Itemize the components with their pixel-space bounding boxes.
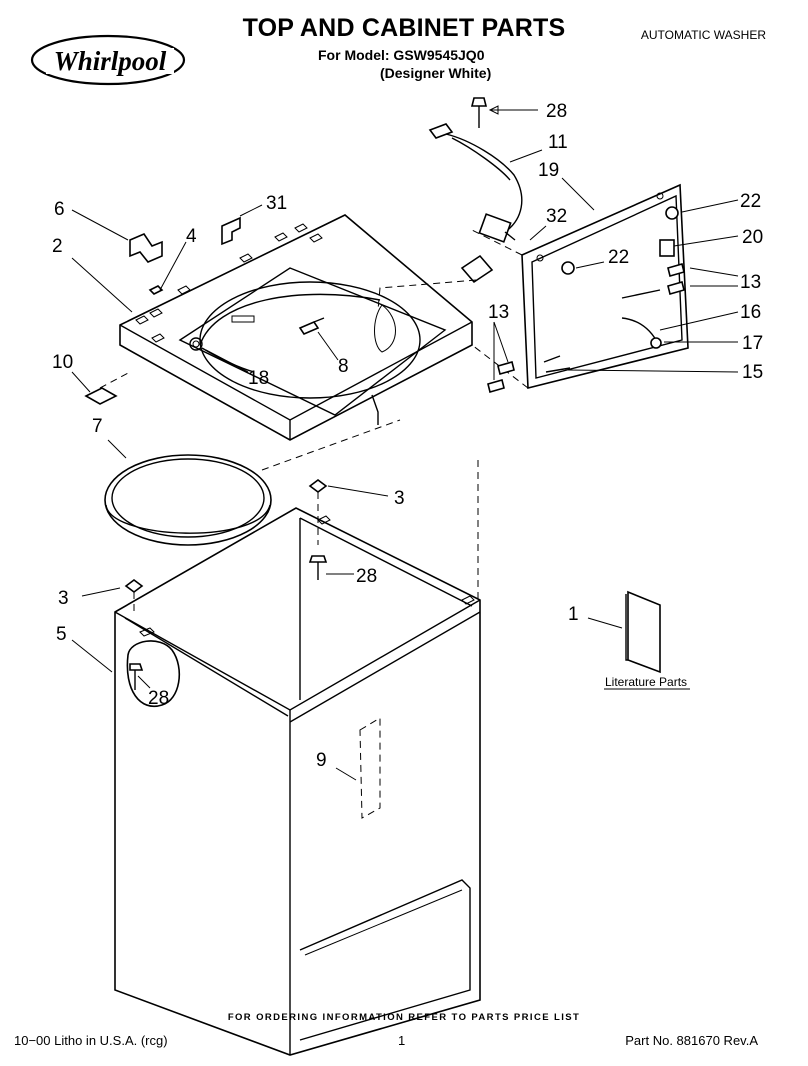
hinge-part-20: [659, 239, 675, 257]
leader-lines: [71, 105, 739, 781]
logo-swoosh-icon: [30, 34, 186, 86]
callout-19: 19: [538, 160, 559, 181]
ordering-note: FOR ORDERING INFORMATION REFER TO PARTS …: [227, 1012, 581, 1023]
callout-3-mid: 3: [394, 488, 405, 509]
cutout-outline-part-9: [359, 717, 381, 819]
callout-15: 15: [742, 362, 763, 383]
page-title: TOP AND CABINET PARTS: [242, 14, 566, 42]
callout-10: 10: [52, 352, 73, 373]
screw-part-28-top: [470, 97, 488, 128]
callout-22-right: 22: [740, 191, 761, 212]
callout-11: 11: [548, 132, 568, 153]
screw-part-28-mid: [308, 555, 328, 580]
callout-18: 18: [248, 368, 269, 389]
callout-8: 8: [338, 356, 349, 377]
callout-13-right: 13: [740, 272, 761, 293]
callout-numbers: 28 11 19 22 6 31 32 20 2 4 22 13 16 13 1…: [52, 101, 763, 771]
callout-7: 7: [92, 416, 103, 437]
callout-5: 5: [56, 624, 67, 645]
callout-1: 1: [568, 604, 579, 625]
page-number: 1: [398, 1033, 406, 1048]
callout-6: 6: [54, 199, 65, 220]
whirlpool-logo: Whirlpool: [30, 34, 186, 86]
callout-4: 4: [186, 226, 197, 247]
literature-booklet-part-1: [625, 590, 661, 674]
cabinet-part-5: [114, 507, 481, 1056]
logo-backdrop: [46, 48, 174, 74]
callout-20: 20: [742, 227, 763, 248]
clip-part-31: [221, 216, 241, 246]
clip-part-6: [129, 233, 163, 263]
bumper-part-22-right: [665, 206, 679, 220]
literature-parts-label: Literature Parts: [605, 675, 687, 689]
lid-part-19: [521, 183, 689, 390]
screw-part-13-left: [487, 361, 515, 393]
tub-ring-part-7: [104, 454, 272, 546]
model-line: For Model: GSW9545JQ0: [318, 47, 485, 63]
callout-22-inner: 22: [608, 247, 629, 268]
grommet-part-17: [650, 337, 662, 349]
litho-note: 10−00 Litho in U.S.A. (rcg): [14, 1033, 168, 1048]
callout-31: 31: [266, 193, 287, 214]
product-type: AUTOMATIC WASHER: [640, 28, 766, 42]
clip-part-4: [148, 285, 164, 295]
actuator-part-32: [460, 254, 494, 284]
callout-28-left: 28: [148, 688, 169, 709]
callout-2: 2: [52, 236, 63, 257]
callout-13-left: 13: [488, 302, 509, 323]
callout-3-left: 3: [58, 588, 69, 609]
wire-harness-part-11: [428, 123, 523, 243]
clip-part-3-left: [124, 579, 144, 593]
callout-16: 16: [740, 302, 761, 323]
clip-part-3-mid: [308, 479, 328, 493]
cabinet-top-part: [119, 214, 473, 441]
hinge-rod-part-15: [543, 355, 571, 373]
bumper-part-22-inner: [561, 261, 575, 275]
callout-28-top: 28: [546, 101, 567, 122]
callout-17: 17: [742, 333, 763, 354]
callout-9: 9: [316, 750, 327, 771]
pad-part-10: [84, 387, 118, 405]
callout-28-mid: 28: [356, 566, 377, 587]
logo-wordmark: Whirlpool: [54, 46, 167, 76]
cutaway-detail: [126, 640, 180, 708]
variant-line: (Designer White): [380, 65, 492, 81]
part-number: Part No. 881670 Rev.A: [625, 1033, 758, 1048]
screw-part-8: [298, 317, 325, 335]
callout-32: 32: [546, 206, 567, 227]
screw-part-13-right: [667, 263, 685, 295]
